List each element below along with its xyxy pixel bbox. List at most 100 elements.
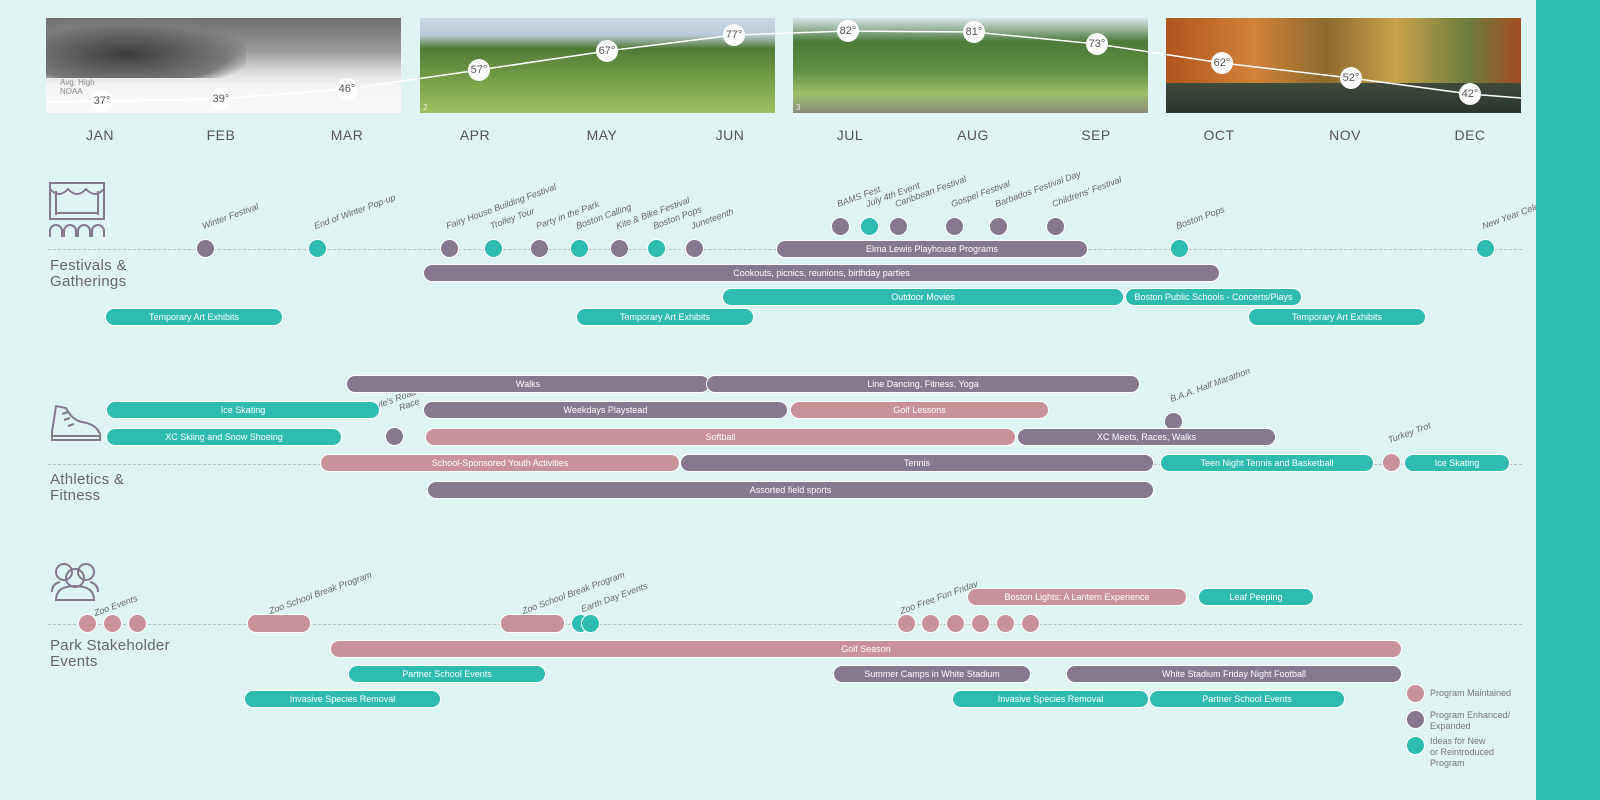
legend-label: Program Enhanced/Expanded — [1430, 710, 1510, 732]
event-marker[interactable] — [308, 239, 327, 258]
photo-number: 2 — [423, 103, 428, 112]
event-marker[interactable] — [1170, 239, 1189, 258]
month-label: DEC — [1454, 127, 1486, 143]
event-marker[interactable] — [685, 239, 704, 258]
photo-number: 1 — [49, 103, 54, 112]
event-marker[interactable] — [1382, 453, 1401, 472]
event-label: Zoo School Break Program — [267, 569, 374, 616]
program-bar[interactable]: White Stadium Friday Night Football — [1066, 665, 1402, 683]
event-marker[interactable] — [247, 614, 311, 633]
program-bar[interactable]: Summer Camps in White Stadium — [833, 665, 1031, 683]
category-athletics: Athletics &Fitness — [50, 472, 124, 504]
program-bar[interactable]: Leaf Peeping — [1198, 588, 1314, 606]
event-marker[interactable] — [530, 239, 549, 258]
legend-line: Expanded — [1430, 721, 1471, 731]
legend-line: or Reintroduced — [1430, 747, 1495, 757]
program-bar[interactable]: Softball — [425, 428, 1016, 446]
event-marker[interactable] — [1046, 217, 1065, 236]
month-label: APR — [459, 127, 491, 143]
event-marker[interactable] — [897, 614, 916, 633]
program-bar[interactable]: Partner School Events — [348, 665, 546, 683]
program-bar[interactable]: Temporary Art Exhibits — [105, 308, 283, 326]
event-marker[interactable] — [385, 427, 404, 446]
event-marker[interactable] — [196, 239, 215, 258]
event-marker[interactable] — [860, 217, 879, 236]
legend-line: Program — [1430, 758, 1465, 768]
stage-icon — [49, 182, 105, 237]
event-marker[interactable] — [989, 217, 1008, 236]
program-bar[interactable]: Boston Lights: A Lantern Experience — [967, 588, 1187, 606]
month-label: MAR — [330, 127, 364, 143]
event-marker[interactable] — [581, 614, 600, 633]
program-bar[interactable]: XC Skiing and Snow Shoeing — [106, 428, 342, 446]
month-label: JUN — [715, 127, 745, 143]
stakeholder-timeline — [48, 624, 1522, 625]
month-label: NOV — [1329, 127, 1361, 143]
legend-swatch — [1406, 710, 1425, 729]
event-label: Winter Festival — [200, 201, 260, 231]
program-bar[interactable]: Assorted field sports — [427, 481, 1154, 499]
event-marker[interactable] — [78, 614, 97, 633]
program-bar[interactable]: Golf Lessons — [790, 401, 1049, 419]
program-bar[interactable]: Walks — [346, 375, 710, 393]
event-marker[interactable] — [610, 239, 629, 258]
event-marker[interactable] — [889, 217, 908, 236]
event-marker[interactable] — [996, 614, 1015, 633]
month-label: SEP — [1081, 127, 1111, 143]
event-marker[interactable] — [831, 217, 850, 236]
program-bar[interactable]: Invasive Species Removal — [952, 690, 1149, 708]
program-bar[interactable]: Weekdays Playstead — [423, 401, 788, 419]
event-label: Turkey Trot — [1386, 420, 1432, 445]
month-label: FEB — [206, 127, 236, 143]
legend-swatch — [1406, 736, 1425, 755]
program-bar[interactable]: Teen Night Tennis and Basketball — [1160, 454, 1374, 472]
program-bar[interactable]: Boston Public Schools - Concerts/Plays — [1125, 288, 1302, 306]
month-label: JAN — [86, 127, 114, 143]
side-accent-strip — [1536, 0, 1600, 800]
event-marker[interactable] — [128, 614, 147, 633]
program-bar[interactable]: Cookouts, picnics, reunions, birthday pa… — [423, 264, 1220, 282]
event-marker[interactable] — [499, 614, 565, 633]
event-marker[interactable] — [946, 614, 965, 633]
program-bar[interactable]: Elma Lewis Playhouse Programs — [776, 240, 1088, 258]
month-label: MAY — [586, 127, 618, 143]
program-bar[interactable]: Ice Skating — [106, 401, 380, 419]
program-bar[interactable]: Invasive Species Removal — [244, 690, 441, 708]
category-title: Fitness — [50, 487, 101, 504]
legend-line: Program Enhanced/ — [1430, 710, 1511, 720]
program-bar[interactable]: Temporary Art Exhibits — [1248, 308, 1426, 326]
program-bar[interactable]: School-Sponsored Youth Activities — [320, 454, 680, 472]
event-marker[interactable] — [484, 239, 503, 258]
sneaker-icon — [51, 404, 101, 441]
event-marker[interactable] — [1476, 239, 1495, 258]
event-marker[interactable] — [921, 614, 940, 633]
event-marker[interactable] — [945, 217, 964, 236]
legend-swatch — [1406, 684, 1425, 703]
event-marker[interactable] — [971, 614, 990, 633]
event-marker[interactable] — [103, 614, 122, 633]
program-bar[interactable]: Partner School Events — [1149, 690, 1345, 708]
noaa-line: NOAA — [60, 87, 83, 96]
program-bar[interactable]: Golf Season — [330, 640, 1402, 658]
noaa-line: Avg. High — [60, 78, 95, 87]
month-label: JUL — [836, 127, 864, 143]
event-label: End of Winter Pop-up — [312, 192, 397, 231]
photo-number: 3 — [796, 103, 801, 112]
program-bar[interactable]: Ice Skating — [1404, 454, 1510, 472]
category-title: Athletics & — [50, 471, 125, 488]
event-marker[interactable] — [1021, 614, 1040, 633]
program-bar[interactable]: Outdoor Movies — [722, 288, 1124, 306]
people-group-icon — [51, 563, 99, 601]
event-marker[interactable] — [647, 239, 666, 258]
month-label: OCT — [1203, 127, 1235, 143]
program-bar[interactable]: Temporary Art Exhibits — [576, 308, 754, 326]
event-marker[interactable] — [570, 239, 589, 258]
program-bar[interactable]: Line Dancing, Fitness, Yoga — [706, 375, 1140, 393]
program-bar[interactable]: XC Meets, Races, Walks — [1017, 428, 1276, 446]
event-marker[interactable] — [440, 239, 459, 258]
month-label: AUG — [957, 127, 989, 143]
program-bar[interactable]: Tennis — [680, 454, 1154, 472]
